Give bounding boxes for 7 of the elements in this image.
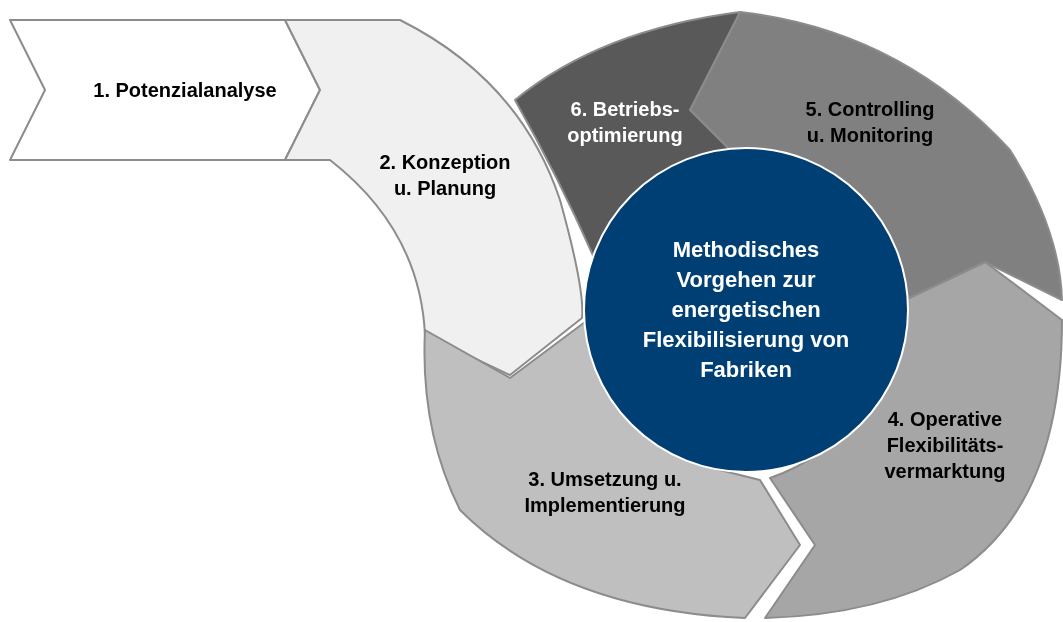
step-label: 6. Betriebs-optimierung [566,97,684,148]
step-label: 3. Umsetzung u. Implementierung [523,467,687,518]
step-label: 4. Operative Flexibilitäts-vermarktung [883,407,1007,484]
step-label: 2. Konzeption u. Planung [378,150,512,201]
step-label: 5. Controlling u. Monitoring [804,97,936,148]
step-label: 1. Potenzialanalyse [92,78,278,103]
center-title: Methodisches Vorgehen zur energetischen Flexibilisierung von Fabriken [641,236,851,384]
